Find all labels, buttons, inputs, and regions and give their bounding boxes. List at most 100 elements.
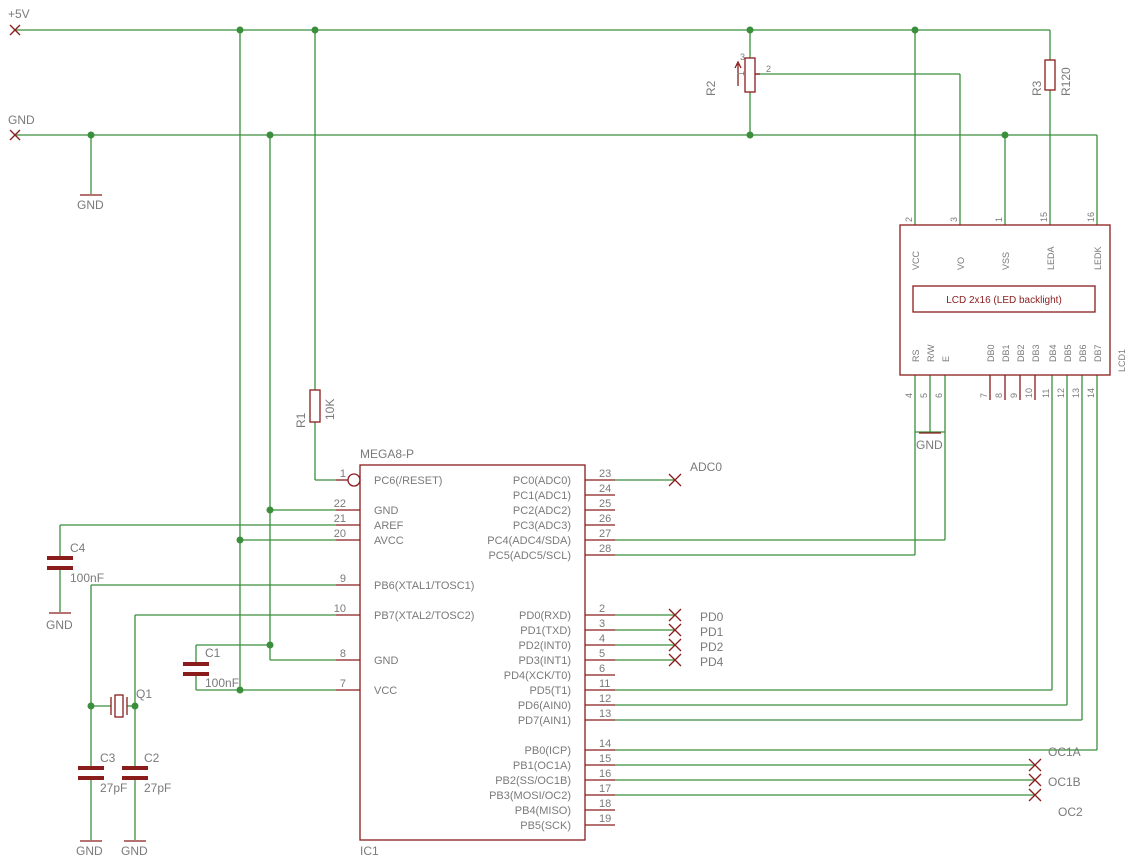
r2-pin3: 3 xyxy=(740,52,745,62)
supply-vcc: +5V xyxy=(8,7,30,36)
ic1-pin-name: PD3(INT1) xyxy=(518,655,571,667)
ic1-pin-number: 16 xyxy=(599,768,611,780)
ic1-pin-number: 19 xyxy=(599,813,611,825)
lcd-pin-number: 4 xyxy=(904,393,914,398)
lcd-pin-name: VCC xyxy=(911,250,921,270)
lcd-pin-name: DB0 xyxy=(986,344,996,362)
ic1-pin-name: PC3(ADC3) xyxy=(513,520,571,532)
lcd-name: LCD1 xyxy=(1117,349,1127,372)
wires xyxy=(15,29,1098,840)
ic1-pin-number: 21 xyxy=(334,513,346,525)
ic1-mega8: MEGA8-P IC1 1PC6(/RESET)22GND21AREF20AVC… xyxy=(334,447,615,858)
ic1-pin-number: 14 xyxy=(599,738,611,750)
ic1-pin-number: 13 xyxy=(599,708,611,720)
gnd-label: GND xyxy=(77,198,104,212)
ic1-pin-number: 27 xyxy=(599,528,611,540)
lcd-pin-name: RS xyxy=(911,349,921,362)
gnd-label: GND xyxy=(916,438,943,452)
ic1-pin-name: PC2(ADC2) xyxy=(513,505,571,517)
lcd-pin-number: 6 xyxy=(934,393,944,398)
lcd-pin-4: 4 RS xyxy=(904,349,921,398)
ic1-pin-number: 23 xyxy=(599,468,611,480)
lcd-pin-number: 8 xyxy=(994,393,1004,398)
net-pd0: PD0 xyxy=(668,608,724,624)
lcd-pin-number: 3 xyxy=(949,217,959,222)
capacitor-c3: C3 27pF xyxy=(78,751,127,795)
ic1-pin-number: 5 xyxy=(599,648,605,660)
c1-value: 100nF xyxy=(205,676,239,690)
lcd-pin-name: DB6 xyxy=(1078,344,1088,362)
c4-value: 100nF xyxy=(70,571,104,585)
ic1-pin-name: PB7(XTAL2/TOSC2) xyxy=(374,610,474,622)
gnd-symbol-5: GND xyxy=(916,432,943,452)
net-oc1b: OC1B xyxy=(1028,773,1081,789)
ic1-left-pins: 1PC6(/RESET)22GND21AREF20AVCC9PB6(XTAL1/… xyxy=(334,468,475,697)
ic1-pin-name: PD1(TXD) xyxy=(520,625,571,637)
ic1-pin-name: GND xyxy=(374,655,399,667)
ic1-pin-name: PB6(XTAL1/TOSC1) xyxy=(374,580,474,592)
ic1-pin-name: PD4(XCK/T0) xyxy=(504,670,571,682)
ic1-part: MEGA8-P xyxy=(360,447,414,461)
c3-value: 27pF xyxy=(100,781,127,795)
c2-name: C2 xyxy=(144,751,160,765)
ic1-pin-name: VCC xyxy=(374,685,397,697)
ic1-pin-number: 24 xyxy=(599,483,611,495)
lcd-pin-name: R/W xyxy=(926,344,936,362)
ic1-pin-name: PB1(OC1A) xyxy=(513,760,571,772)
lcd-bottom-pins: 4RS5R/W6E7DB08DB19DB210DB311DB412DB513DB… xyxy=(904,344,1103,400)
net-label-pd2: PD2 xyxy=(700,640,724,654)
ic1-pin-number: 20 xyxy=(334,528,346,540)
resistor-r1: R1 10K xyxy=(294,389,337,428)
lcd-display-label: LCD 2x16 (LED backlight) xyxy=(946,295,1062,306)
net-oc1a: OC1A xyxy=(1028,745,1081,772)
lcd-pin-number: 10 xyxy=(1024,388,1034,398)
c4-name: C4 xyxy=(70,541,86,555)
lcd-pin-name: E xyxy=(941,356,951,362)
gnd-label: GND xyxy=(76,844,103,858)
lcd-pin-name: LEDK xyxy=(1093,246,1103,270)
gnd-symbol-4: GND xyxy=(121,840,148,858)
q1-name: Q1 xyxy=(136,687,152,701)
lcd-pin-14: 14 DB7 xyxy=(1086,344,1103,398)
lcd-pin-number: 2 xyxy=(904,217,914,222)
ic1-pin-number: 10 xyxy=(334,603,346,615)
gnd-symbol-3: GND xyxy=(76,840,103,858)
crystal-q1: Q1 xyxy=(110,687,152,718)
lcd-pin-number: 7 xyxy=(979,393,989,398)
ic1-pin-number: 28 xyxy=(599,543,611,555)
ic1-pin-number: 4 xyxy=(599,633,605,645)
net-label-pd1: PD1 xyxy=(700,625,724,639)
vcc-label: +5V xyxy=(8,7,30,21)
ic1-right-pins: 23PC0(ADC0)24PC1(ADC1)25PC2(ADC2)26PC3(A… xyxy=(487,468,615,832)
lcd-pin-name: DB7 xyxy=(1093,344,1103,362)
net-label-pd0: PD0 xyxy=(700,610,724,624)
lcd-pin-number: 14 xyxy=(1086,388,1096,398)
lcd-pin-number: 1 xyxy=(994,217,1004,222)
gnd-label: GND xyxy=(121,844,148,858)
net-label-oc2: OC2 xyxy=(1058,805,1083,819)
net-label-oc1b: OC1B xyxy=(1048,775,1081,789)
capacitor-c4: C4 100nF xyxy=(47,541,104,585)
lcd-pin-name: VSS xyxy=(1001,252,1011,270)
lcd-pin-name: DB2 xyxy=(1016,344,1026,362)
lcd-pin-3: 3VO xyxy=(949,217,966,270)
c1-name: C1 xyxy=(205,646,221,660)
gnd-label: GND xyxy=(46,618,73,632)
ic1-pin-name: AREF xyxy=(374,520,404,532)
